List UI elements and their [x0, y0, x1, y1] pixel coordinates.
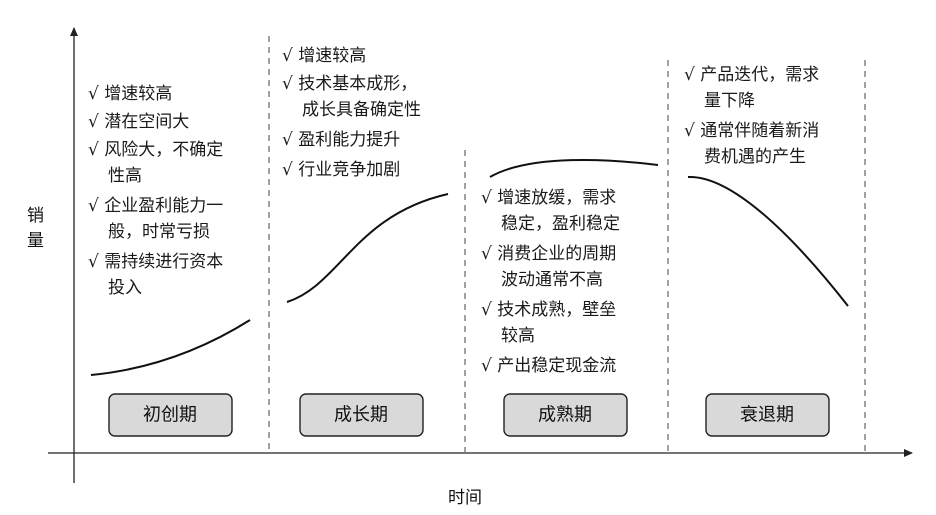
- bullet-line: 费机遇的产生: [704, 147, 806, 167]
- x-axis-label: 时间: [448, 488, 482, 508]
- bullet-line: √ 通常伴随着新消: [684, 121, 819, 141]
- bullet-line: 成长具备确定性: [302, 100, 421, 120]
- stage-growth: √ 增速较高 √ 技术基本成形， 成长具备确定性 √ 盈利能力提升 √ 行业竞争…: [282, 46, 424, 437]
- bullet-line: √ 增速较高: [282, 46, 366, 66]
- bullet-line: 波动通常不高: [501, 270, 603, 290]
- bullet-line: √ 增速较高: [88, 84, 172, 104]
- bullet-line: √ 技术成熟，壁垒: [481, 299, 616, 320]
- bullet-line: √ 企业盈利能力一: [88, 196, 223, 216]
- bullet-line: √ 产出稳定现金流: [481, 356, 616, 376]
- bullet-line: √ 风险大，不确定: [88, 140, 223, 160]
- stage-intro: √ 增速较高 √ 潜在空间大 √ 风险大，不确定 性高 √ 企业盈利能力一 般，…: [88, 84, 233, 437]
- bullet-line: 较高: [501, 326, 535, 346]
- stage-mature: √ 增速放缓，需求 稳定，盈利稳定 √ 消费企业的周期 波动通常不高 √ 技术成…: [481, 188, 628, 437]
- bullet-line: √ 消费企业的周期: [481, 244, 616, 264]
- stage-label-box: [705, 393, 830, 437]
- curve-mature: [489, 158, 659, 178]
- curve-growth: [286, 193, 449, 303]
- stage-label-decline: 衰退期: [740, 405, 794, 426]
- stage-label-box: [503, 393, 628, 437]
- bullet-line: √ 技术基本成形，: [282, 74, 417, 94]
- bullet-line: √ 产品迭代，需求: [684, 65, 819, 85]
- stage-label-mature: 成熟期: [538, 405, 592, 426]
- bullet-line: √ 盈利能力提升: [282, 130, 400, 150]
- y-axis-label-char-1: 销: [27, 206, 44, 226]
- bullet-line: 般，时常亏损: [108, 222, 210, 242]
- stage-label-box: [299, 393, 424, 437]
- stage-label-intro: 初创期: [143, 405, 197, 426]
- stage-label-box: [108, 393, 233, 437]
- bullet-line: 投入: [108, 278, 142, 298]
- stage-decline: √ 产品迭代，需求 量下降 √ 通常伴随着新消 费机遇的产生 衰退期: [684, 65, 830, 437]
- y-axis-label-char-2: 量: [27, 231, 44, 251]
- bullet-line: √ 增速放缓，需求: [481, 188, 616, 208]
- bullet-line: √ 需持续进行资本: [88, 252, 223, 272]
- stage-label-growth: 成长期: [334, 405, 388, 426]
- bullet-line: √ 行业竞争加剧: [282, 160, 400, 180]
- bullet-line: √ 潜在空间大: [88, 112, 189, 132]
- bullet-line: 稳定，盈利稳定: [501, 214, 620, 234]
- bullet-line: 性高: [108, 166, 142, 186]
- curve-intro: [90, 319, 251, 376]
- curve-decline: [687, 175, 849, 307]
- bullet-line: 量下降: [704, 91, 755, 111]
